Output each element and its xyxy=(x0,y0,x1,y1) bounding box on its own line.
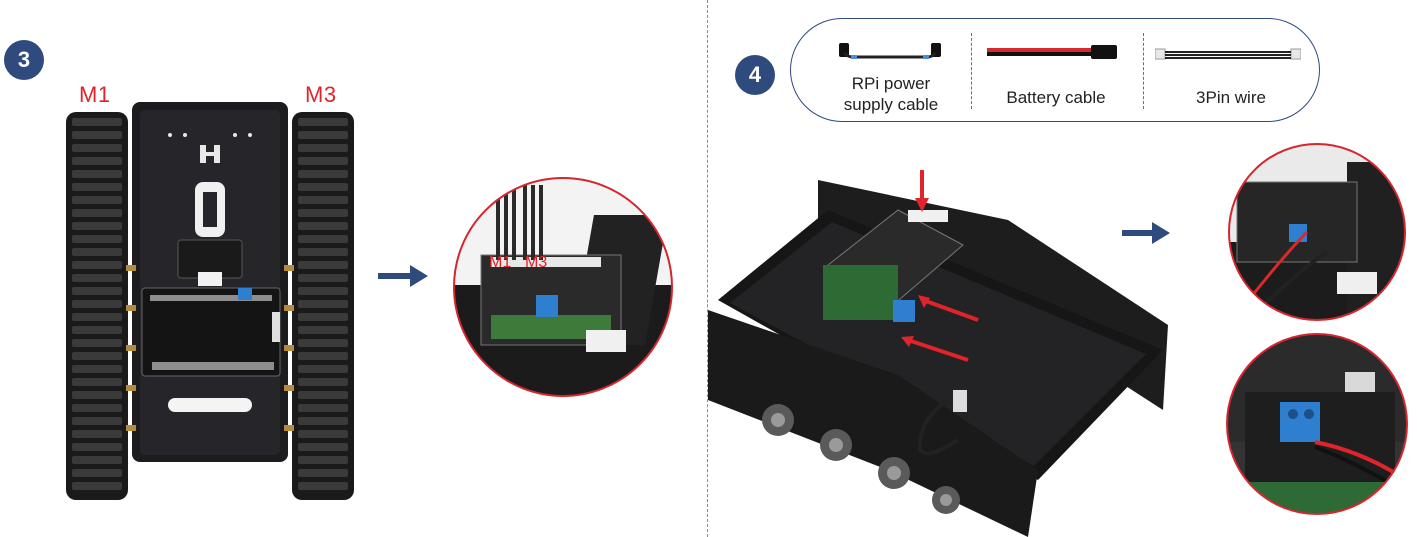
left-track xyxy=(66,112,128,500)
track-tread xyxy=(298,248,348,256)
track-tread xyxy=(298,274,348,282)
track-tread xyxy=(298,170,348,178)
3pin-wire-icon xyxy=(1155,48,1301,60)
section-divider xyxy=(707,0,708,537)
zoom-circle-board-connection xyxy=(1228,143,1406,321)
track-tread xyxy=(72,469,122,477)
motor-label-m3: M3 xyxy=(305,82,337,107)
track-tread xyxy=(298,196,348,204)
track-tread xyxy=(72,378,122,386)
track-tread xyxy=(72,365,122,373)
track-tread xyxy=(72,131,122,139)
track-tread xyxy=(72,287,122,295)
right-track xyxy=(292,112,354,500)
step-3-badge: 3 xyxy=(4,40,44,80)
track-tread xyxy=(72,118,122,126)
track-tread xyxy=(72,300,122,308)
track-tread xyxy=(72,222,122,230)
track-tread xyxy=(72,482,122,490)
track-tread xyxy=(298,157,348,165)
arrow-right-icon xyxy=(1122,222,1170,244)
track-tread xyxy=(298,443,348,451)
part-label-3pin-wire: 3Pin wire xyxy=(1196,88,1266,107)
zoom-label-m3: M3 xyxy=(525,254,547,271)
track-tread xyxy=(72,404,122,412)
track-tread xyxy=(298,365,348,373)
track-tread xyxy=(72,456,122,464)
track-tread xyxy=(298,469,348,477)
track-tread xyxy=(298,313,348,321)
battery-cable-icon xyxy=(987,45,1117,59)
track-tread xyxy=(72,235,122,243)
zoom-label-m1: M1 xyxy=(489,254,511,271)
track-tread xyxy=(72,274,122,282)
track-tread xyxy=(72,196,122,204)
track-tread xyxy=(298,430,348,438)
track-tread xyxy=(72,339,122,347)
track-tread xyxy=(72,209,122,217)
track-tread xyxy=(298,326,348,334)
motor-label-m1: M1 xyxy=(79,82,111,107)
track-tread xyxy=(72,430,122,438)
track-tread xyxy=(298,378,348,386)
track-tread xyxy=(72,261,122,269)
rpi-power-cable-icon xyxy=(839,43,941,59)
track-tread xyxy=(72,170,122,178)
zoom-circle-motor-wiring: M1 M3 xyxy=(453,177,673,397)
track-tread xyxy=(298,287,348,295)
tank-chassis-top-view xyxy=(66,102,354,500)
tank-chassis-isometric xyxy=(708,170,1168,537)
track-tread xyxy=(298,183,348,191)
track-tread xyxy=(298,261,348,269)
track-tread xyxy=(72,313,122,321)
track-tread xyxy=(298,235,348,243)
track-tread xyxy=(298,300,348,308)
track-tread xyxy=(298,352,348,360)
track-tread xyxy=(298,404,348,412)
track-tread xyxy=(72,326,122,334)
step-4-badge: 4 xyxy=(735,55,775,95)
track-tread xyxy=(72,144,122,152)
track-tread xyxy=(298,209,348,217)
arrow-right-icon xyxy=(378,265,428,287)
track-tread xyxy=(298,482,348,490)
track-tread xyxy=(298,339,348,347)
part-label-rpi-power-supply-cable: RPi power supply cable xyxy=(843,74,939,114)
track-tread xyxy=(298,456,348,464)
zoom-circle-battery-terminal xyxy=(1226,333,1408,515)
track-tread xyxy=(72,391,122,399)
track-tread xyxy=(72,443,122,451)
track-tread xyxy=(72,183,122,191)
parts-list: RPi power supply cable Battery cable 3Pi… xyxy=(790,18,1320,122)
track-tread xyxy=(72,352,122,360)
track-tread xyxy=(298,144,348,152)
track-tread xyxy=(298,118,348,126)
part-label-battery-cable: Battery cable xyxy=(1006,88,1106,107)
track-tread xyxy=(298,391,348,399)
track-tread xyxy=(72,157,122,165)
track-tread xyxy=(298,222,348,230)
part-separator xyxy=(1143,33,1144,109)
track-tread xyxy=(298,417,348,425)
part-separator xyxy=(971,33,972,109)
track-tread xyxy=(298,131,348,139)
track-tread xyxy=(72,248,122,256)
track-tread xyxy=(72,417,122,425)
